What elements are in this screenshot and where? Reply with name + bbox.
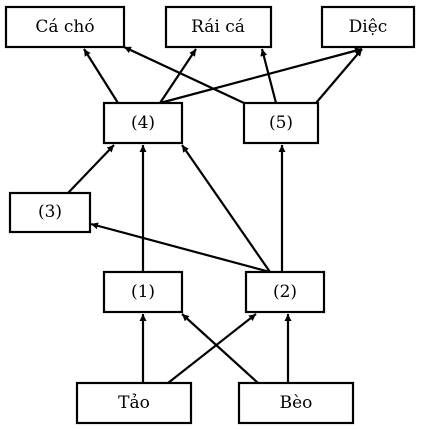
arrow-n5-to-ca-cho xyxy=(123,46,245,104)
arrow-n5-to-diec xyxy=(315,48,363,104)
node-tao: Tảo xyxy=(75,381,193,425)
node-3-box xyxy=(8,191,92,234)
node-3-label: (3) xyxy=(38,202,62,222)
node-beo: Bèo xyxy=(237,381,355,425)
node-tao-box xyxy=(75,381,193,425)
node-3: (3) xyxy=(8,191,92,234)
node-4-label: (4) xyxy=(131,113,155,133)
arrow-n2-to-n4 xyxy=(181,144,271,273)
arrow-tao-to-n2 xyxy=(167,313,257,384)
arrow-n4-to-diec xyxy=(159,47,363,105)
edges-layer xyxy=(67,46,363,384)
node-rai-ca: Rái cá xyxy=(164,5,273,49)
node-1-label: (1) xyxy=(131,282,155,302)
arrow-n2-to-n3 xyxy=(90,222,271,274)
node-5: (5) xyxy=(242,101,320,145)
node-ca-cho-box xyxy=(4,5,126,49)
node-diec: Diệc xyxy=(320,5,416,49)
node-1: (1) xyxy=(102,270,184,314)
node-1-box xyxy=(102,270,184,314)
arrow-n3-to-n4 xyxy=(67,144,115,194)
node-diec-box xyxy=(320,5,416,49)
node-tao-label: Tảo xyxy=(118,393,150,413)
node-rai-ca-box xyxy=(164,5,273,49)
node-4-box xyxy=(102,101,184,145)
node-2-box xyxy=(244,270,326,314)
arrow-n4-to-ca-cho xyxy=(83,48,119,104)
node-diec-label: Diệc xyxy=(349,17,388,37)
node-ca-cho-label: Cá chó xyxy=(35,17,94,37)
arrow-n4-to-rai-ca xyxy=(159,48,197,104)
node-2-label: (2) xyxy=(273,282,297,302)
node-5-label: (5) xyxy=(269,113,293,133)
node-beo-label: Bèo xyxy=(280,393,313,413)
arrow-n5-to-rai-ca xyxy=(260,48,278,104)
node-beo-box xyxy=(237,381,355,425)
node-rai-ca-label: Rái cá xyxy=(191,17,245,37)
node-ca-cho: Cá chó xyxy=(4,5,126,49)
node-5-box xyxy=(242,101,320,145)
node-2: (2) xyxy=(244,270,326,314)
node-4: (4) xyxy=(102,101,184,145)
arrow-beo-to-n1 xyxy=(181,313,259,384)
